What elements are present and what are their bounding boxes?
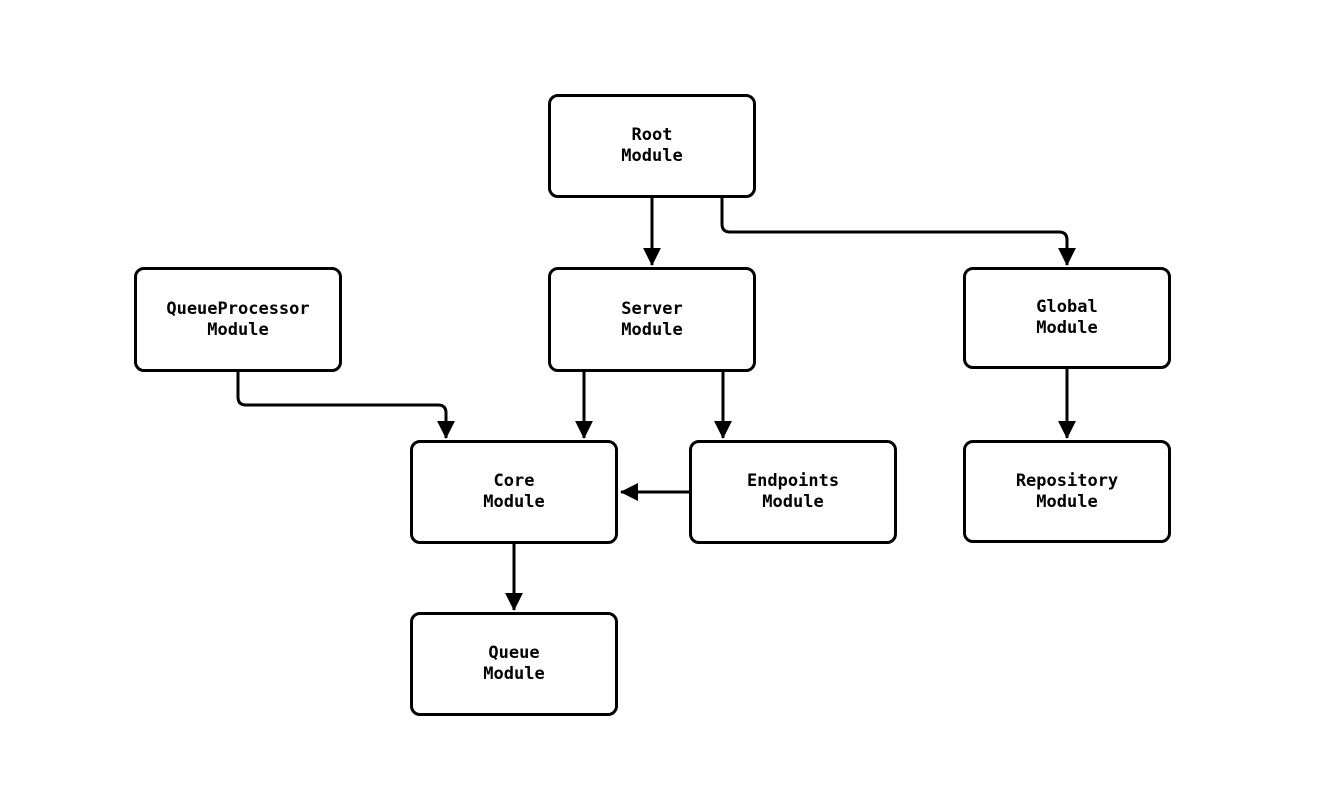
node-label: Queue Module bbox=[483, 643, 545, 684]
node-root-module: Root Module bbox=[548, 94, 756, 198]
node-label: Core Module bbox=[483, 471, 545, 512]
node-label: Repository Module bbox=[1015, 470, 1119, 512]
node-label: Root Module bbox=[621, 125, 683, 166]
node-endpoints-module: Endpoints Module bbox=[689, 440, 897, 544]
node-core-module: Core Module bbox=[410, 440, 618, 544]
node-queue-module: Queue Module bbox=[410, 612, 618, 716]
node-repository-module: Repository Module bbox=[963, 440, 1171, 543]
edge-root-to-global bbox=[720, 198, 1076, 266]
node-global-module: Global Module bbox=[963, 267, 1171, 369]
node-label: QueueProcessor Module bbox=[166, 298, 310, 340]
node-server-module: Server Module bbox=[548, 267, 756, 372]
node-label: Endpoints Module bbox=[746, 471, 840, 512]
node-label: Server Module bbox=[621, 298, 683, 340]
node-label: Global Module bbox=[1036, 297, 1098, 338]
edge-queueprocessor-to-core bbox=[236, 372, 455, 439]
node-queueprocessor-module: QueueProcessor Module bbox=[134, 267, 342, 372]
